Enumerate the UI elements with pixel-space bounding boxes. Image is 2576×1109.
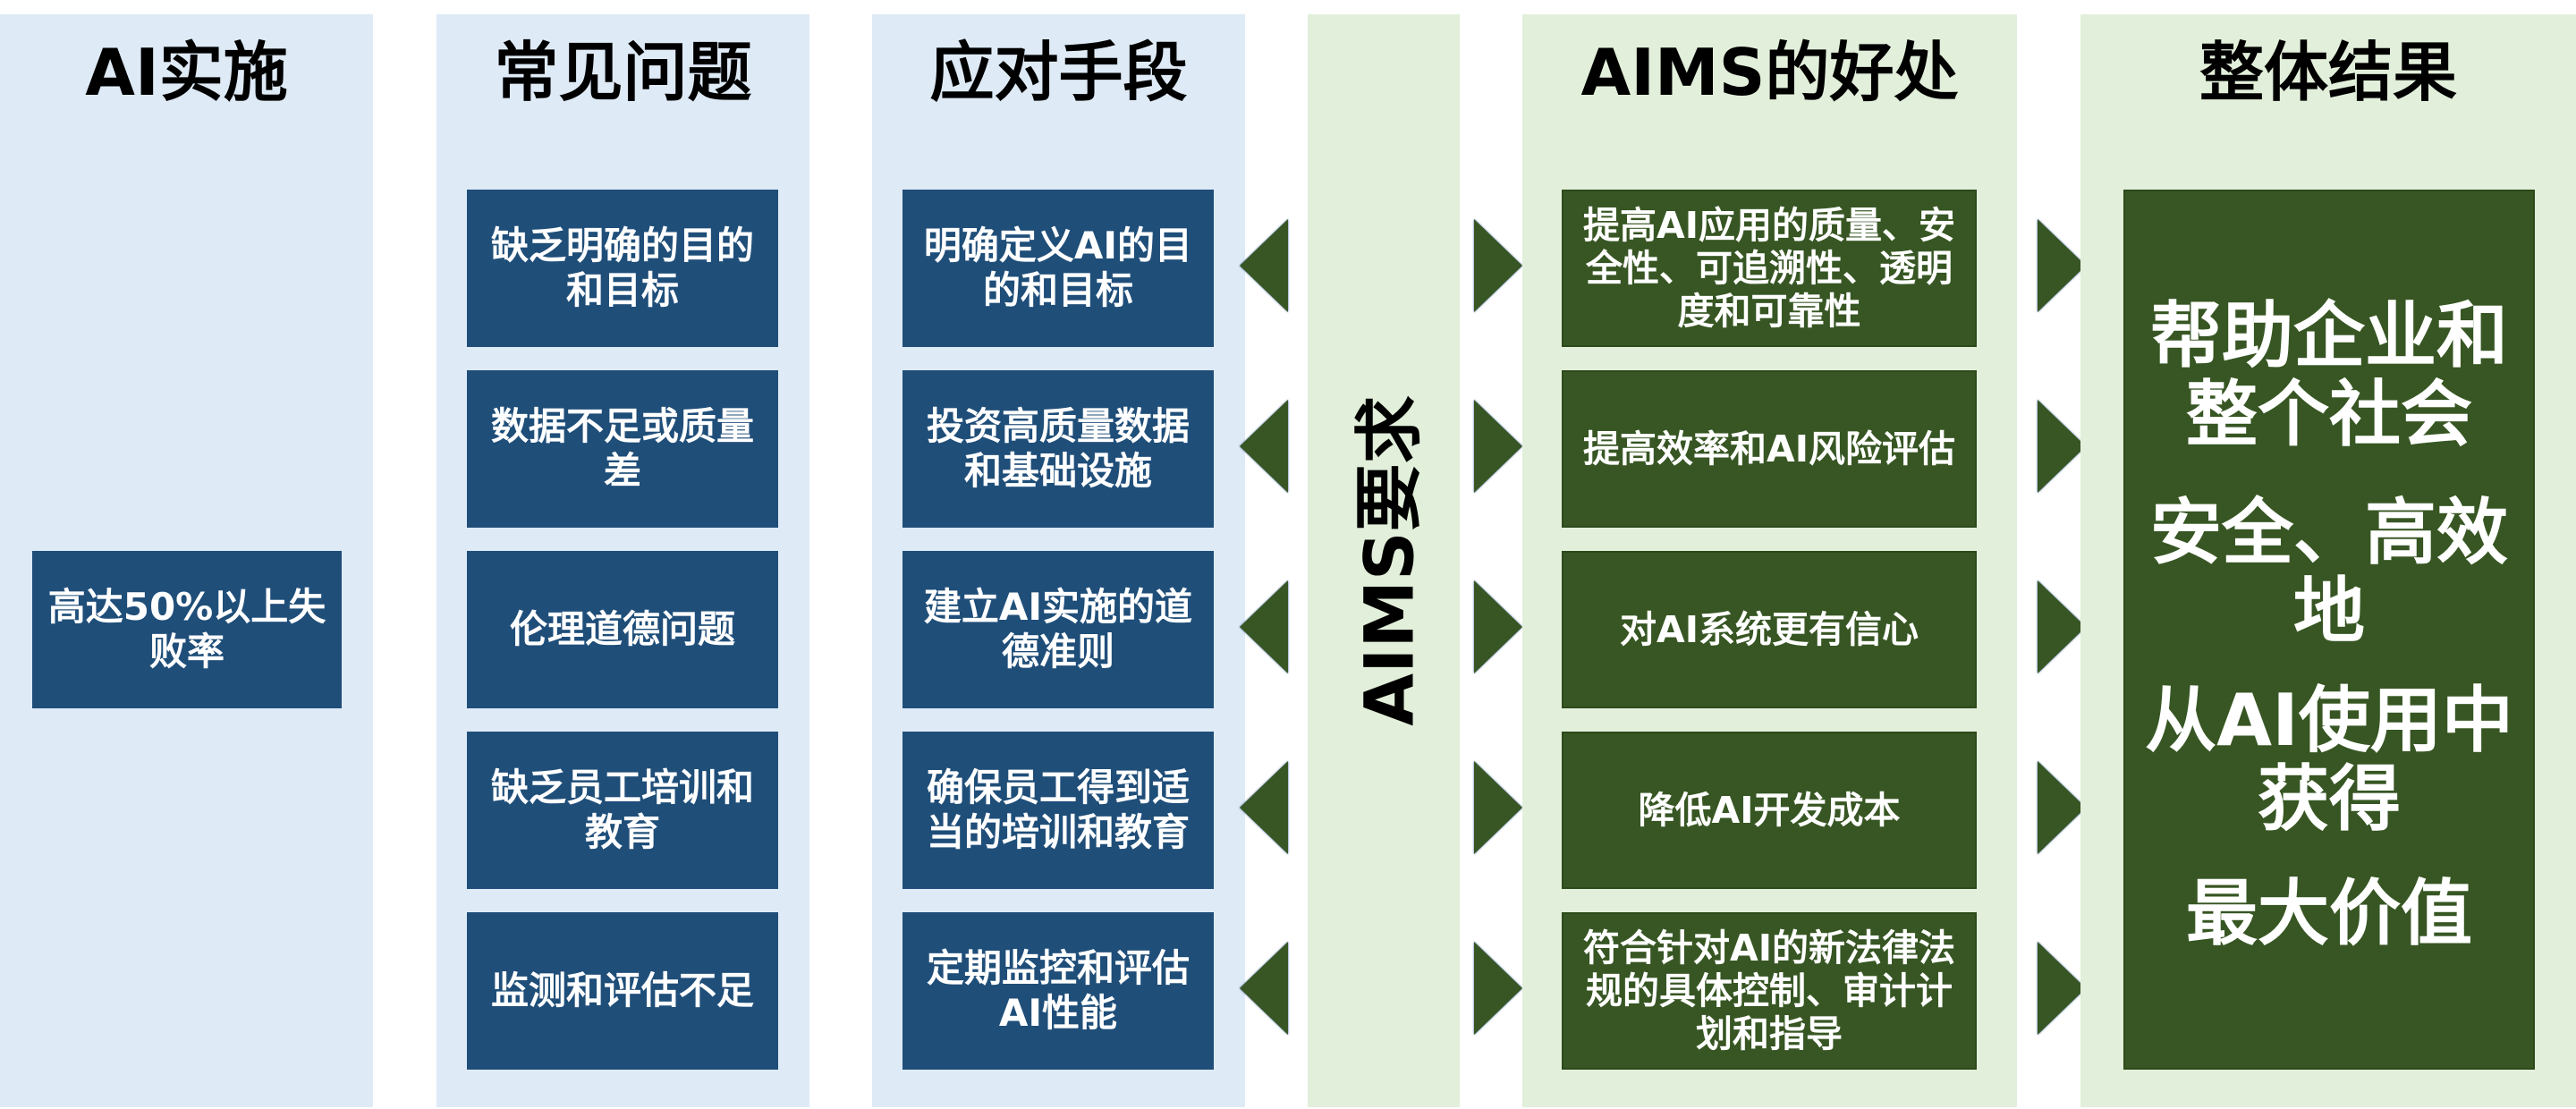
benefit-label: 提高效率和AI风险评估: [1583, 428, 1955, 470]
arrow-right-icon: [2038, 400, 2086, 493]
problem-label: 数据不足或质量差: [490, 404, 754, 493]
arrow-right-icon: [2038, 219, 2086, 312]
benefit-label: 提高AI应用的质量、安全性、可追溯性、透明度和可靠性: [1583, 204, 1955, 333]
result-line: 整个社会: [2186, 373, 2472, 456]
problem-box-4: 缺乏员工培训和教育: [467, 732, 778, 889]
countermeasure-box-3: 建立AI实施的道德准则: [902, 551, 1214, 708]
column-aims-benefits: AIMS的好处 提高AI应用的质量、安全性、可追溯性、透明度和可靠性 提高效率和…: [1522, 14, 2017, 1107]
arrow-left-icon: [1240, 761, 1288, 854]
problem-label: 缺乏明确的目的和目标: [490, 224, 754, 312]
failure-rate-label: 高达50%以上失败率: [47, 585, 326, 673]
column-title-overall-result: 整体结果: [2199, 35, 2457, 110]
arrow-left-icon: [1240, 580, 1288, 673]
benefit-box-2: 提高效率和AI风险评估: [1562, 370, 1977, 528]
result-line: 帮助企业和: [2150, 294, 2508, 377]
problem-box-2: 数据不足或质量差: [467, 370, 778, 528]
countermeasure-label: 建立AI实施的道德准则: [923, 585, 1193, 673]
countermeasure-box-4: 确保员工得到适当的培训和教育: [902, 732, 1214, 889]
benefit-label: 对AI系统更有信心: [1620, 608, 1919, 651]
arrow-left-icon: [1240, 942, 1288, 1035]
benefit-label: 符合针对AI的新法律法规的具体控制、审计计划和指导: [1583, 927, 1955, 1055]
result-line: 获得: [2258, 758, 2401, 841]
arrow-right-icon: [2038, 761, 2086, 854]
arrow-right-icon: [1474, 761, 1522, 854]
column-aims-requirements: AIMS要求: [1308, 14, 1460, 1107]
result-line: 最大价值: [2186, 872, 2472, 955]
result-line: 安全、高效: [2150, 491, 2508, 574]
column-title-aims-benefits: AIMS的好处: [1580, 35, 1959, 110]
countermeasure-label: 投资高质量数据和基础设施: [926, 404, 1190, 493]
problem-box-5: 监测和评估不足: [467, 912, 778, 1070]
arrow-right-icon: [2038, 942, 2086, 1035]
problem-box-1: 缺乏明确的目的和目标: [467, 190, 778, 347]
benefit-label: 降低AI开发成本: [1638, 789, 1901, 832]
countermeasure-label: 明确定义AI的目的和目标: [923, 224, 1193, 312]
column-title-ai-implementation: AI实施: [85, 35, 288, 110]
countermeasure-box-5: 定期监控和评估AI性能: [902, 912, 1214, 1070]
overall-result-box: 帮助企业和 整个社会 安全、高效 地 从AI使用中 获得 最大价值: [2123, 190, 2535, 1070]
column-title-common-problems: 常见问题: [494, 35, 752, 110]
column-ai-implementation: AI实施 高达50%以上失败率: [0, 14, 373, 1107]
column-common-problems: 常见问题 缺乏明确的目的和目标 数据不足或质量差 伦理道德问题 缺乏员工培训和教…: [436, 14, 809, 1107]
countermeasure-box-2: 投资高质量数据和基础设施: [902, 370, 1214, 528]
arrow-right-icon: [1474, 580, 1522, 673]
column-title-countermeasures: 应对手段: [929, 35, 1188, 110]
aims-requirements-wrapper: AIMS要求: [1308, 14, 1460, 1107]
benefit-box-3: 对AI系统更有信心: [1562, 551, 1977, 708]
benefit-box-5: 符合针对AI的新法律法规的具体控制、审计计划和指导: [1562, 912, 1977, 1070]
problem-label: 监测和评估不足: [490, 969, 754, 1012]
arrow-right-icon: [1474, 400, 1522, 493]
arrow-left-icon: [1240, 400, 1288, 493]
arrow-right-icon: [1474, 942, 1522, 1035]
problem-label: 缺乏员工培训和教育: [490, 766, 754, 854]
column-title-aims-requirements: AIMS要求: [1350, 395, 1429, 726]
result-line: 地: [2293, 570, 2365, 653]
arrow-right-icon: [1474, 219, 1522, 312]
countermeasure-box-1: 明确定义AI的目的和目标: [902, 190, 1214, 347]
benefit-box-4: 降低AI开发成本: [1562, 732, 1977, 889]
arrow-right-icon: [2038, 580, 2086, 673]
failure-rate-box: 高达50%以上失败率: [32, 551, 342, 708]
problem-label: 伦理道德问题: [509, 607, 735, 651]
arrow-left-icon: [1240, 219, 1288, 312]
countermeasure-label: 定期监控和评估AI性能: [926, 946, 1190, 1035]
benefit-box-1: 提高AI应用的质量、安全性、可追溯性、透明度和可靠性: [1562, 190, 1977, 347]
problem-box-3: 伦理道德问题: [467, 551, 778, 708]
column-countermeasures: 应对手段 明确定义AI的目的和目标 投资高质量数据和基础设施 建立AI实施的道德…: [872, 14, 1245, 1107]
countermeasure-label: 确保员工得到适当的培训和教育: [926, 766, 1190, 854]
result-line: 从AI使用中: [2145, 679, 2513, 762]
